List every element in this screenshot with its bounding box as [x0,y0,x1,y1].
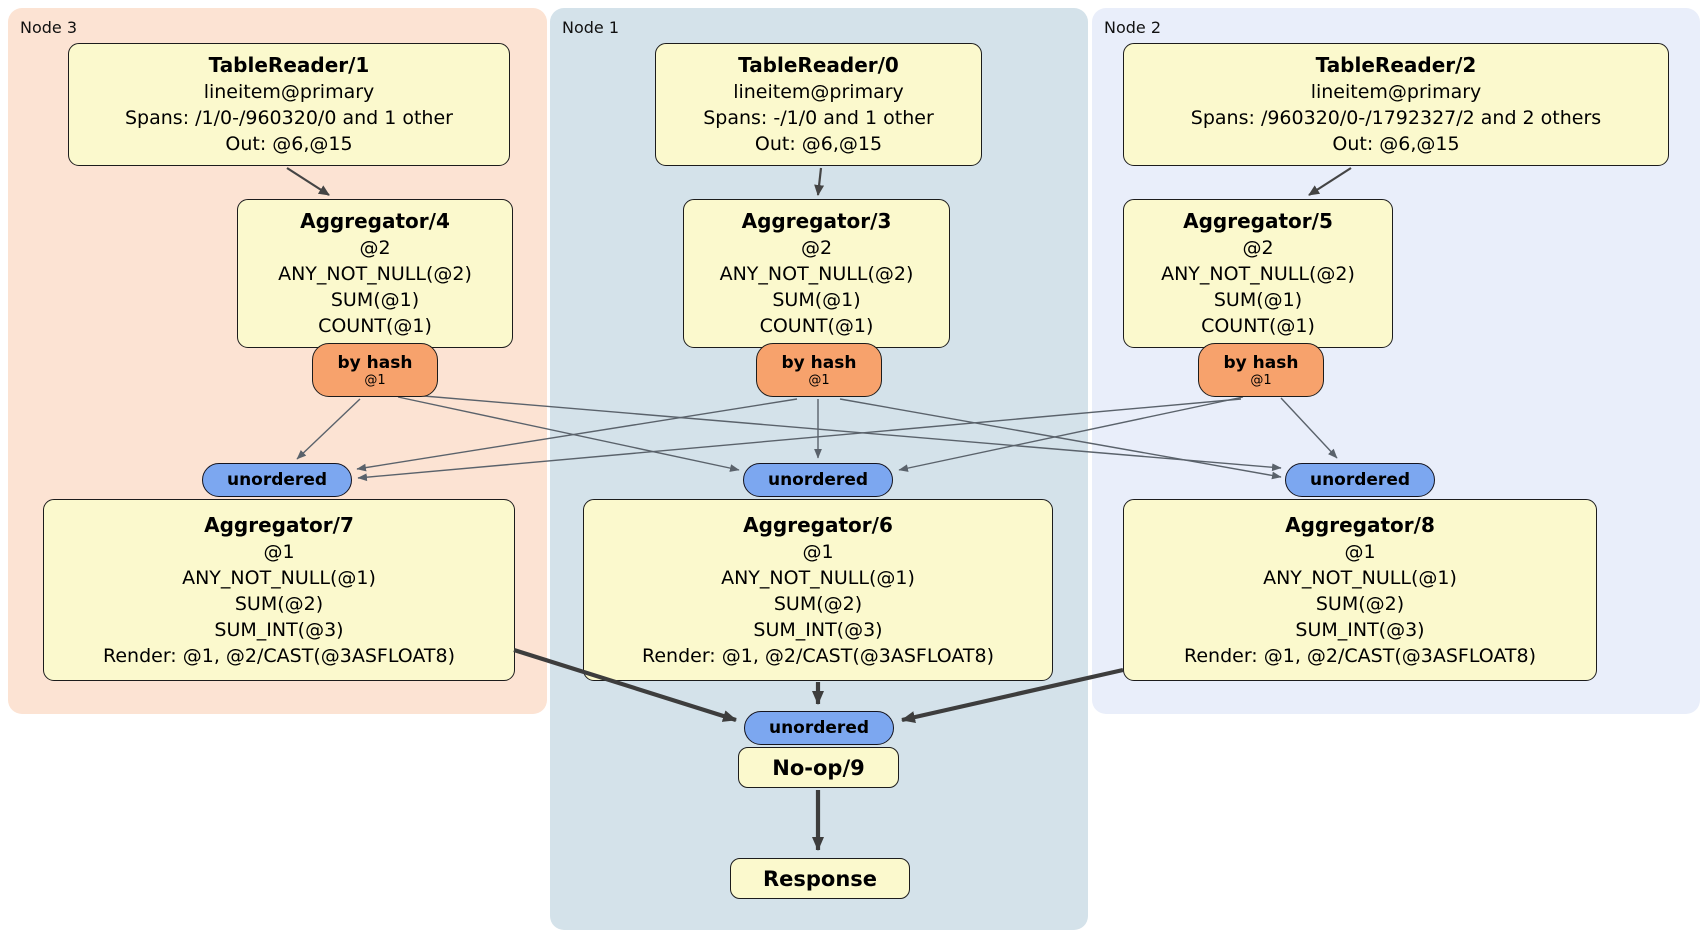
aggregator-3-node: Aggregator/3 @2 ANY_NOT_NULL(@2) SUM(@1)… [683,199,950,348]
tablereader-0-out: Out: @6,@15 [754,133,883,155]
tablereader-0-title: TableReader/0 [738,53,899,77]
response-node: Response [730,858,910,899]
aggregator-6-fn: SUM(@2) [773,592,863,615]
hash-router-3-key: @1 [808,372,830,388]
tablereader-2-spans: Spans: /960320/0-/1792327/2 and 2 others [1190,107,1602,129]
tablereader-2-out: Out: @6,@15 [1332,133,1460,155]
aggregator-8-fn: SUM(@2) [1315,592,1405,615]
aggregator-4-group: @2 [359,237,391,259]
unordered-stream-7: unordered [202,463,352,497]
noop-9-node: No-op/9 [738,747,899,788]
aggregator-5-fn: ANY_NOT_NULL(@2) [1161,263,1355,285]
aggregator-8-render: Render: @1, @2/CAST(@3ASFLOAT8) [1184,644,1536,667]
hash-router-4-label: by hash [337,352,413,373]
aggregator-6-node: Aggregator/6 @1 ANY_NOT_NULL(@1) SUM(@2)… [583,499,1053,681]
aggregator-4-title: Aggregator/4 [300,209,450,233]
unordered-stream-8: unordered [1285,463,1435,497]
aggregator-8-fn: ANY_NOT_NULL(@1) [1263,566,1457,589]
hash-router-5-key: @1 [1250,372,1272,388]
aggregator-6-render: Render: @1, @2/CAST(@3ASFLOAT8) [642,644,994,667]
aggregator-4-node: Aggregator/4 @2 ANY_NOT_NULL(@2) SUM(@1)… [237,199,513,348]
tablereader-1-spans: Spans: /1/0-/960320/0 and 1 other [125,107,453,129]
aggregator-8-group: @1 [1344,540,1376,563]
aggregator-8-node: Aggregator/8 @1 ANY_NOT_NULL(@1) SUM(@2)… [1123,499,1597,681]
tablereader-0-spans: Spans: -/1/0 and 1 other [703,107,934,129]
aggregator-7-fn: SUM_INT(@3) [214,618,344,641]
aggregator-7-group: @1 [263,540,295,563]
hash-router-4-key: @1 [364,372,386,388]
tablereader-1-out: Out: @6,@15 [225,133,353,155]
aggregator-4-fn: COUNT(@1) [318,315,432,337]
aggregator-5-title: Aggregator/5 [1183,209,1333,233]
aggregator-7-fn: ANY_NOT_NULL(@1) [182,566,376,589]
aggregator-6-title: Aggregator/6 [743,512,893,537]
aggregator-5-node: Aggregator/5 @2 ANY_NOT_NULL(@2) SUM(@1)… [1123,199,1393,348]
aggregator-8-fn: SUM_INT(@3) [1295,618,1425,641]
tablereader-2-title: TableReader/2 [1315,53,1477,77]
aggregator-3-fn: SUM(@1) [772,289,861,311]
aggregator-7-render: Render: @1, @2/CAST(@3ASFLOAT8) [103,644,455,667]
aggregator-5-fn: SUM(@1) [1213,289,1303,311]
hash-router-3-label: by hash [781,352,857,373]
aggregator-3-group: @2 [800,237,833,259]
tablereader-1-node: TableReader/1 lineitem@primary Spans: /1… [68,43,510,166]
hash-router-5-label: by hash [1223,352,1299,373]
aggregator-3-fn: ANY_NOT_NULL(@2) [719,263,914,285]
aggregator-6-fn: ANY_NOT_NULL(@1) [721,566,915,589]
aggregator-8-title: Aggregator/8 [1285,512,1435,537]
aggregator-5-fn: COUNT(@1) [1201,315,1315,337]
aggregator-6-group: @1 [802,540,834,563]
aggregator-3-fn: COUNT(@1) [759,315,874,337]
unordered-stream-9: unordered [744,711,894,745]
aggregator-7-title: Aggregator/7 [204,512,354,537]
aggregator-7-node: Aggregator/7 @1 ANY_NOT_NULL(@1) SUM(@2)… [43,499,515,681]
node2-label: Node 2 [1104,18,1162,37]
node1-label: Node 1 [562,18,620,37]
aggregator-5-group: @2 [1242,237,1274,259]
tablereader-1-index: lineitem@primary [203,81,375,103]
tablereader-0-node: TableReader/0 lineitem@primary Spans: -/… [655,43,982,166]
tablereader-2-index: lineitem@primary [1310,81,1482,103]
tablereader-0-index: lineitem@primary [733,81,904,103]
hash-router-5: by hash @1 [1198,343,1324,397]
node3-label: Node 3 [20,18,78,37]
aggregator-4-fn: SUM(@1) [330,289,420,311]
aggregator-7-fn: SUM(@2) [234,592,324,615]
tablereader-2-node: TableReader/2 lineitem@primary Spans: /9… [1123,43,1669,166]
aggregator-6-fn: SUM_INT(@3) [753,618,883,641]
aggregator-3-title: Aggregator/3 [741,209,892,233]
hash-router-4: by hash @1 [312,343,438,397]
hash-router-3: by hash @1 [756,343,882,397]
unordered-stream-6: unordered [743,463,893,497]
tablereader-1-title: TableReader/1 [208,53,370,77]
aggregator-4-fn: ANY_NOT_NULL(@2) [278,263,472,285]
